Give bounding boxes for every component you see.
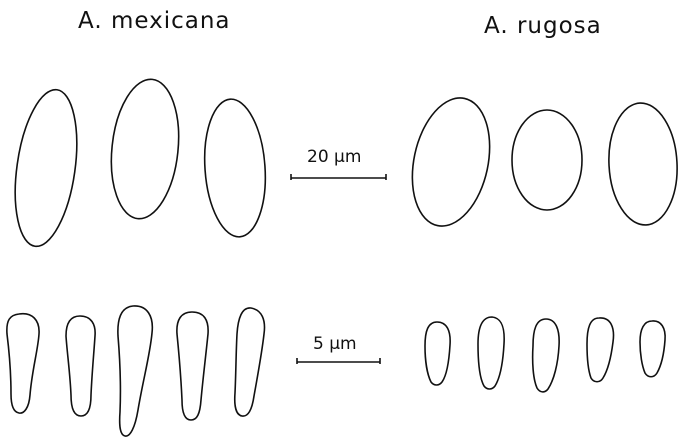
a-rugosa-small-cell-5 [640, 321, 665, 377]
a-mexicana-small-cell-1 [7, 314, 39, 413]
a-mexicana-small-cell-4 [177, 312, 208, 420]
a-mexicana-small-cell-5 [235, 308, 265, 416]
a-mexicana-large-cell-2 [105, 76, 185, 222]
a-rugosa-large-cell-1 [401, 91, 500, 234]
a-rugosa-large-cell-2 [512, 110, 582, 210]
scale-bar-5 [297, 358, 380, 364]
a-rugosa-small-cell-4 [587, 318, 613, 382]
a-rugosa-large-cell-3 [606, 101, 680, 226]
scale-bar-20 [291, 174, 386, 180]
a-mexicana-large-cell-3 [200, 97, 269, 239]
a-rugosa-small-cell-1 [425, 322, 450, 385]
a-rugosa-small-cell-3 [533, 319, 560, 392]
a-mexicana-small-cell-3 [118, 306, 152, 436]
a-mexicana-small-cell-2 [66, 316, 95, 416]
a-rugosa-small-cell-2 [478, 317, 504, 389]
a-mexicana-large-cell-1 [6, 86, 85, 251]
